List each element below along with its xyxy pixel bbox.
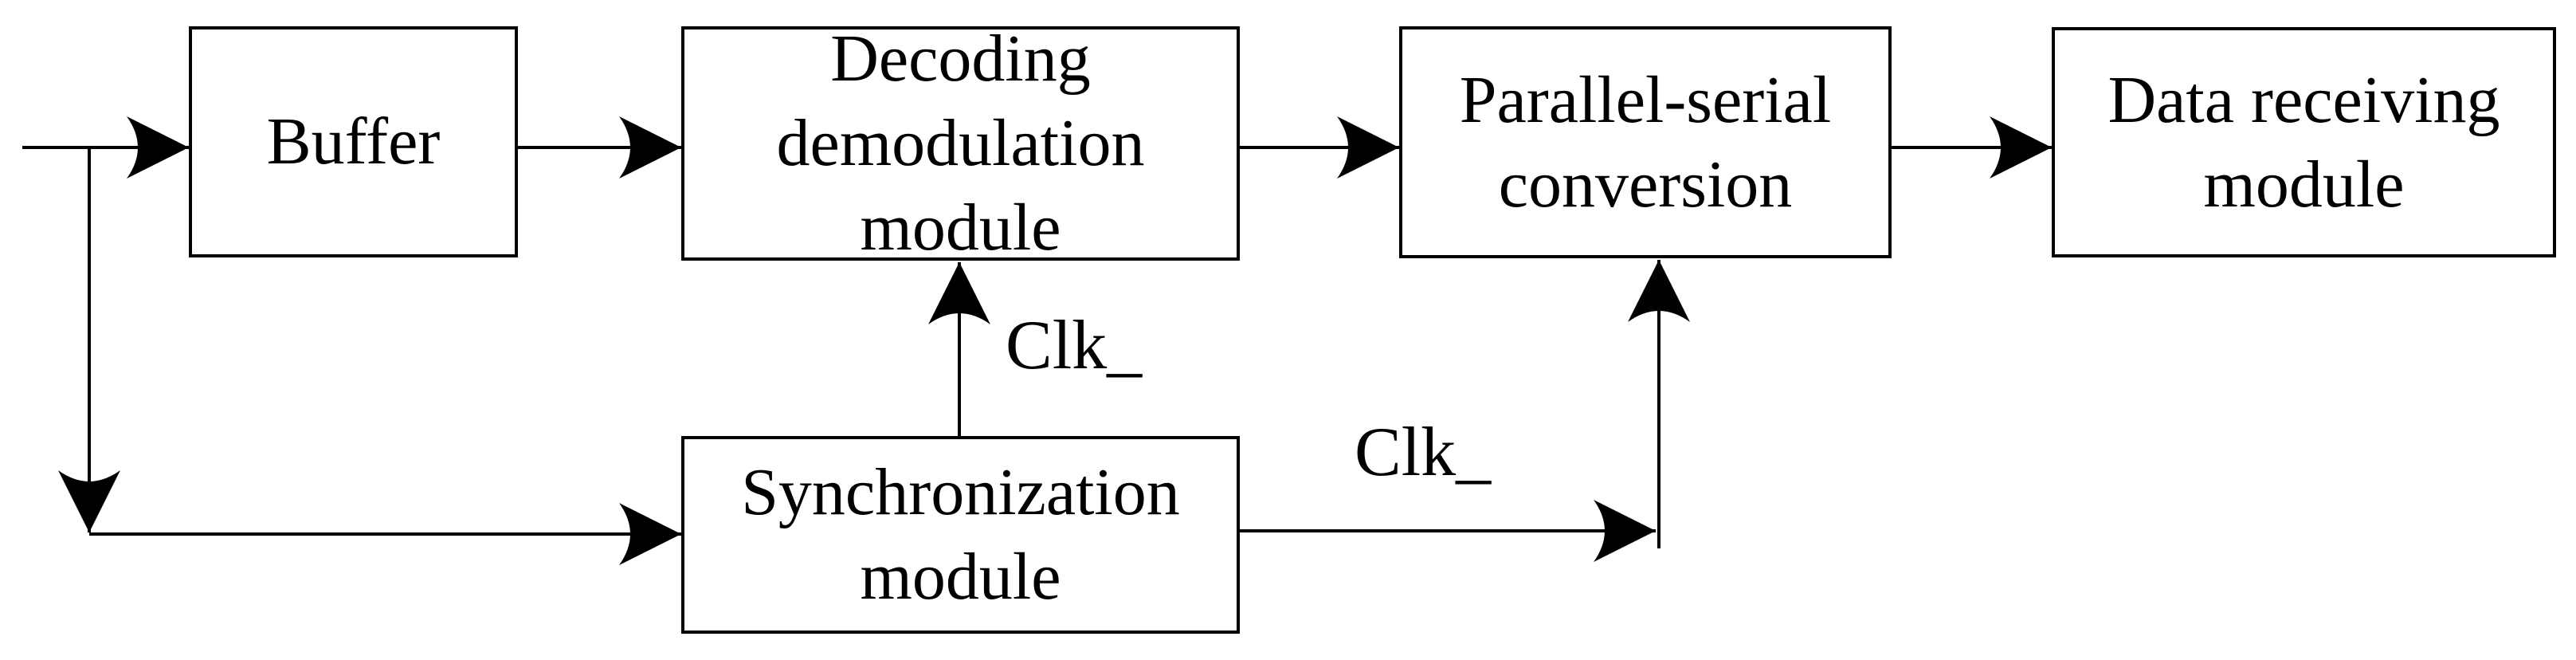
- box-synchronization-module: Synchronization module: [681, 436, 1240, 634]
- box-data-receiving-label-line1: Data receiving: [2107, 62, 2500, 137]
- box-buffer-label: Buffer: [266, 104, 441, 179]
- box-buffer: Buffer: [189, 26, 518, 257]
- box-parallel-serial-conversion: Parallel-serial conversion: [1399, 26, 1892, 258]
- box-data-receiving-module: Data receiving module: [2052, 27, 2556, 257]
- box-decoding-label-line2: demodulation: [776, 106, 1145, 181]
- box-decoding-label-line3: module: [860, 190, 1061, 265]
- clk-label-decoding: Clk_: [1006, 307, 1143, 384]
- box-parallel-label-line1: Parallel-serial: [1459, 62, 1832, 137]
- box-synchronization-label-line1: Synchronization: [741, 455, 1180, 530]
- box-data-receiving-label-line2: module: [2203, 147, 2405, 222]
- box-decoding-label-line1: Decoding: [830, 22, 1091, 96]
- box-synchronization-label-line2: module: [860, 540, 1061, 614]
- box-decoding-demodulation-module: Decoding demodulation module: [681, 22, 1240, 265]
- clk-label-parallel-serial: Clk_: [1355, 414, 1492, 491]
- box-parallel-label-line2: conversion: [1498, 147, 1793, 222]
